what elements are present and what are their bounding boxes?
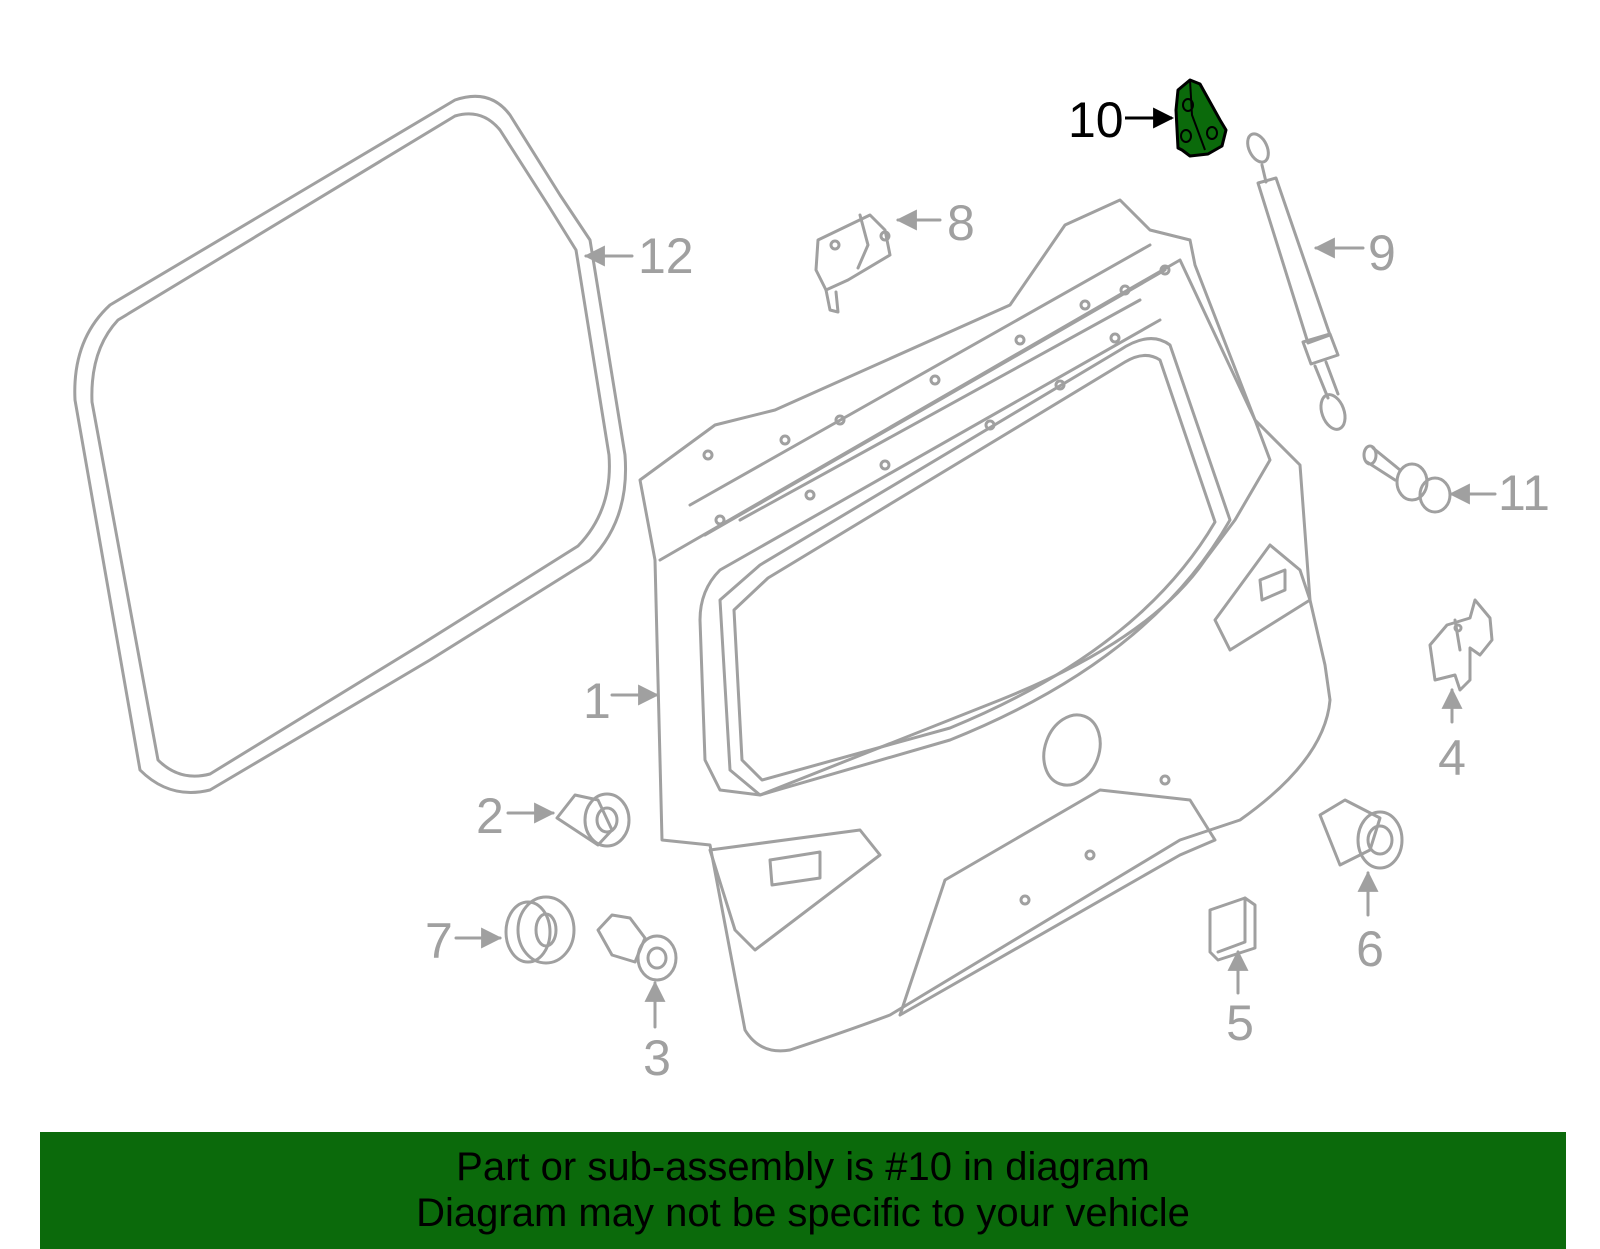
- bolt-part-11: [1362, 444, 1452, 514]
- callout-10: 10: [1068, 92, 1124, 148]
- stud-plate-part-10: [1174, 78, 1228, 158]
- callout-2: 2: [476, 788, 504, 844]
- banner-part-notice: Part or sub-assembly is #10 in diagram: [456, 1145, 1150, 1189]
- banner-disclaimer: Diagram may not be specific to your vehi…: [416, 1191, 1190, 1235]
- bracket-part-4: [1428, 598, 1494, 692]
- callout-11: 11: [1498, 465, 1550, 521]
- callout-3: 3: [643, 1030, 671, 1086]
- weatherstrip-part-12: [73, 94, 628, 794]
- pad-part-5: [1208, 896, 1257, 962]
- grommet-part-7: [504, 895, 576, 965]
- clip-part-2: [555, 792, 631, 848]
- callout-7: 7: [425, 913, 453, 969]
- liftgate-panel-part-1: [638, 198, 1332, 1053]
- callout-9: 9: [1368, 225, 1396, 281]
- callout-1: 1: [583, 673, 611, 729]
- info-banner: Part or sub-assembly is #10 in diagram D…: [40, 1132, 1566, 1249]
- callout-4: 4: [1438, 730, 1466, 786]
- gas-strut-part-9: [1246, 132, 1347, 431]
- callout-6: 6: [1356, 921, 1384, 977]
- bumper-part-6: [1318, 798, 1404, 870]
- callout-8: 8: [947, 195, 975, 251]
- callout-12: 12: [638, 228, 694, 284]
- fastener-part-3: [596, 913, 678, 982]
- hinge-part-8: [814, 213, 892, 314]
- callout-5: 5: [1226, 995, 1254, 1051]
